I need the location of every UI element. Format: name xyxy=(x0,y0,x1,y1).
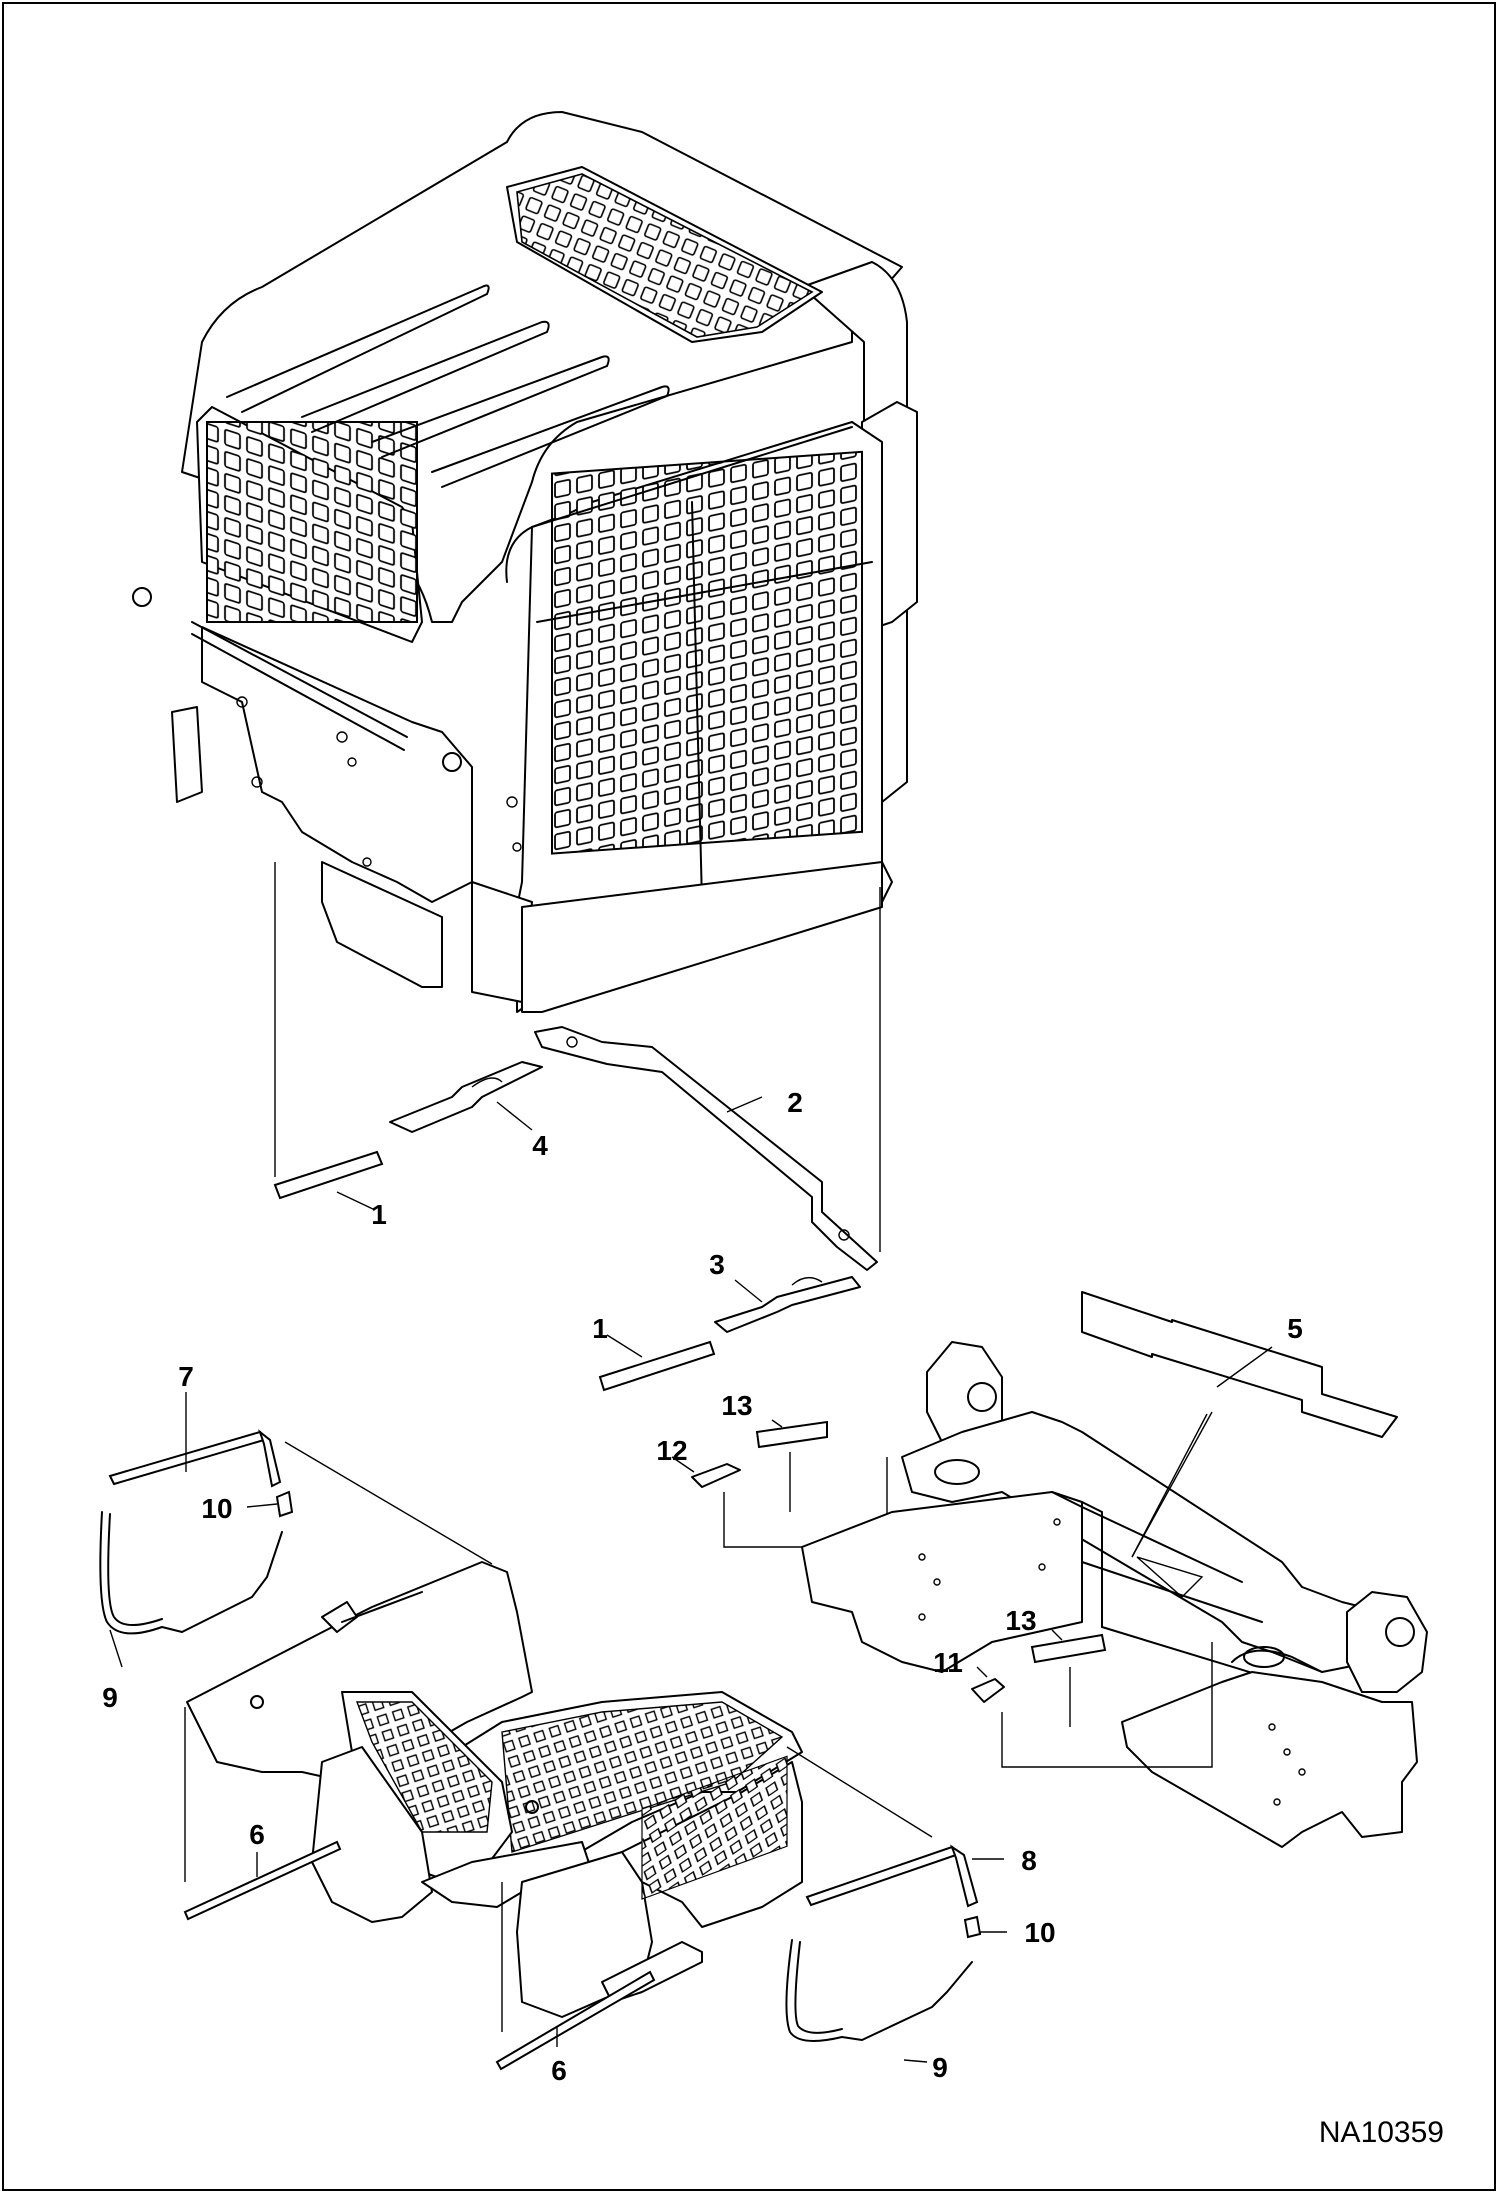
part-9-seal-right xyxy=(785,1939,973,2042)
part-11-block xyxy=(971,1678,1005,1703)
callout-7: 7 xyxy=(178,1361,194,1392)
callout-2: 2 xyxy=(787,1087,803,1118)
callout-3: 3 xyxy=(709,1249,725,1280)
callout-4: 4 xyxy=(532,1130,548,1161)
part-4-strip xyxy=(389,1061,543,1133)
operator-cab xyxy=(132,111,918,1013)
part-5-pad xyxy=(1081,1291,1398,1438)
callout-6-right: 6 xyxy=(551,2055,567,2086)
part-1-pad-lower xyxy=(598,1340,716,1392)
callout-1-lower: 1 xyxy=(592,1313,608,1344)
part-8-strip xyxy=(805,1844,979,1908)
callout-9-left: 9 xyxy=(102,1682,118,1713)
part-13-pad-lower xyxy=(1030,1633,1107,1664)
callout-5: 5 xyxy=(1287,1313,1303,1344)
part-10-clip-lower xyxy=(963,1915,982,1939)
callout-10-upper: 10 xyxy=(201,1493,232,1524)
part-10-clip-upper xyxy=(275,1490,294,1518)
part-6-strip-right xyxy=(495,1970,656,2071)
floor-tub xyxy=(186,1561,803,2018)
leader-line xyxy=(1131,1413,1208,1558)
part-6-strip-left xyxy=(183,1840,342,1921)
callout-6-left: 6 xyxy=(249,1819,265,1850)
part-9-seal-left xyxy=(99,1511,283,1635)
callout-12: 12 xyxy=(656,1435,687,1466)
part-13-pad-upper xyxy=(755,1420,828,1449)
callout-10-lower: 10 xyxy=(1024,1917,1055,1948)
alignment-line xyxy=(786,1746,933,1838)
callout-13-upper: 13 xyxy=(721,1390,752,1421)
callout-1-upper: 1 xyxy=(371,1199,387,1230)
callout-9-right: 9 xyxy=(932,2052,948,2083)
callout-11: 11 xyxy=(933,1647,963,1678)
part-12-block xyxy=(691,1463,741,1488)
callout-8: 8 xyxy=(1021,1845,1037,1876)
callout-13-lower: 13 xyxy=(1005,1605,1036,1636)
alignment-line xyxy=(284,1441,493,1565)
leader-lines xyxy=(109,1096,1273,2063)
alignment-line xyxy=(1001,1642,1213,1768)
part-3-strip xyxy=(714,1276,861,1333)
part-2-bracket xyxy=(534,1026,878,1271)
part-7-strip xyxy=(108,1429,282,1488)
part-1-pad-upper xyxy=(273,1150,384,1200)
drawing-id: NA10359 xyxy=(1319,2116,1444,2149)
main-frame xyxy=(801,1341,1428,1848)
